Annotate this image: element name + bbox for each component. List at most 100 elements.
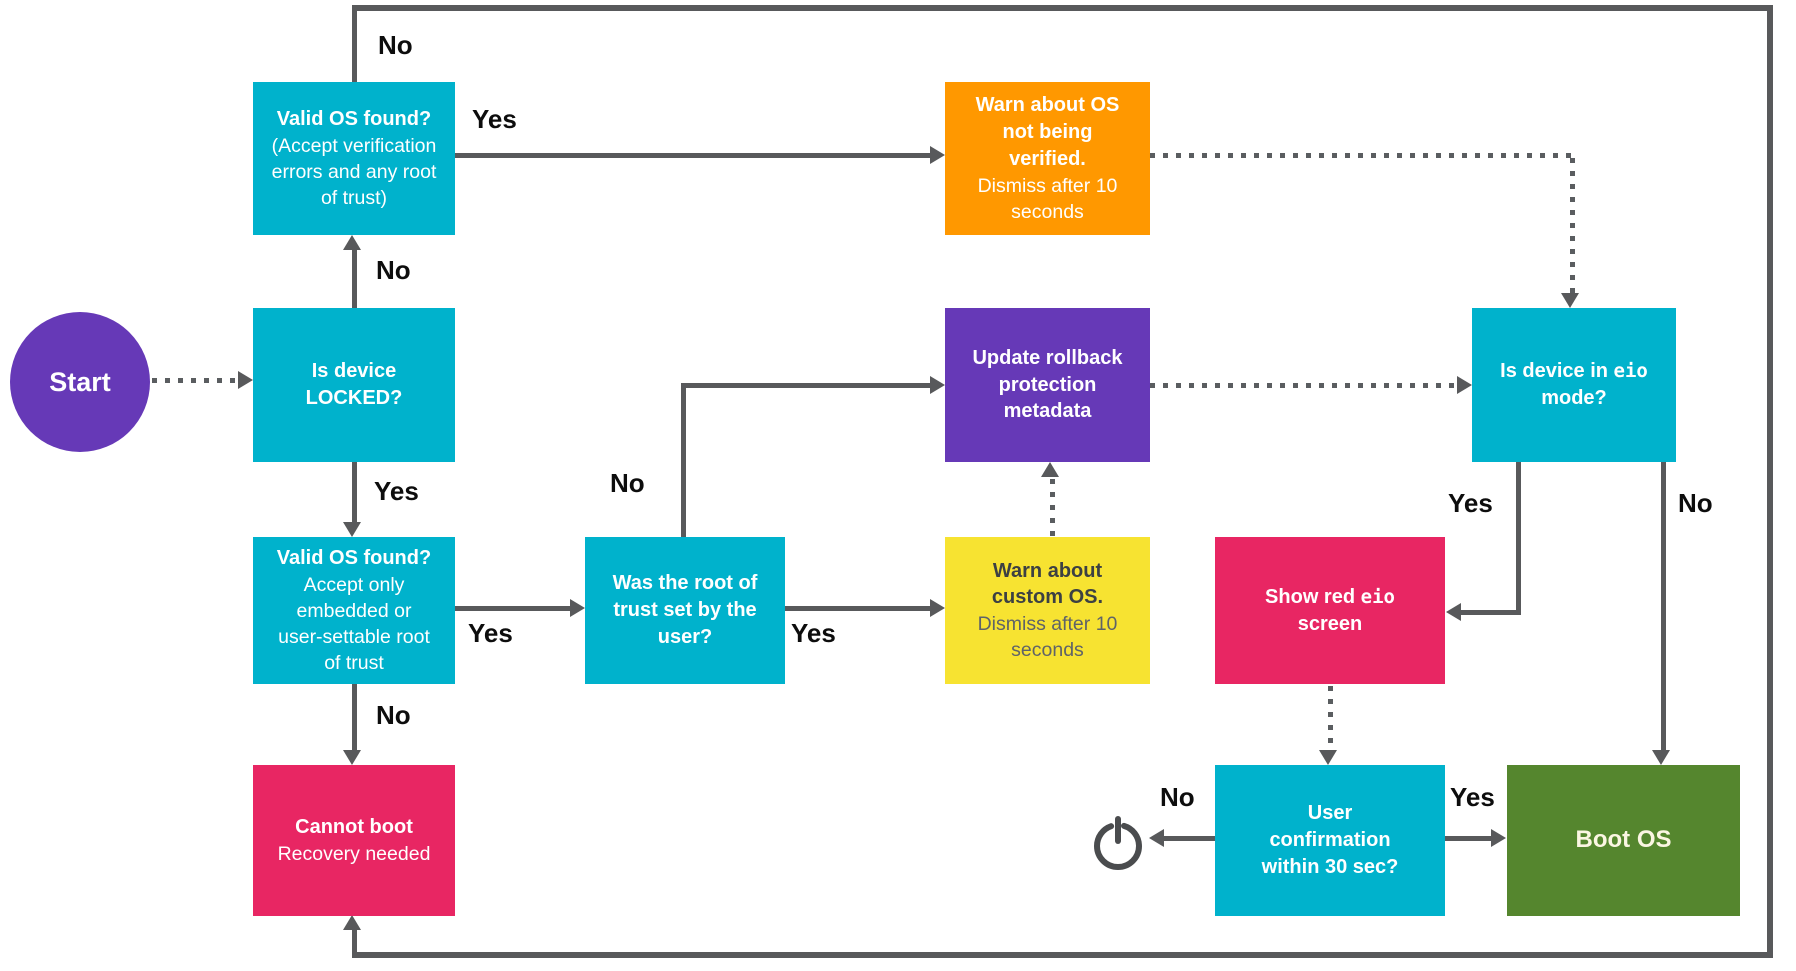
node-sub-line: Recovery needed xyxy=(277,842,431,865)
node-sub-line: embedded or xyxy=(296,599,412,622)
power-icon xyxy=(1086,810,1150,879)
node-warn-os-not-verified: Warn about OS not being verified. Dismis… xyxy=(945,82,1150,235)
node-sub-line: Dismiss after 10 xyxy=(977,613,1118,636)
node-is-device-eio-mode: Is device in eio mode? xyxy=(1472,308,1676,462)
node-title: Valid OS found? xyxy=(276,546,432,569)
start-node: Start xyxy=(10,312,150,452)
edge-valid-user-yes-arrowhead-icon xyxy=(570,599,585,617)
node-title-line: Warn about xyxy=(992,559,1103,582)
start-label: Start xyxy=(49,366,111,397)
loop-arrowhead-icon xyxy=(343,915,361,930)
edge-rollback-eio-arrowhead-icon xyxy=(1457,376,1472,394)
node-title: Cannot boot xyxy=(295,816,413,839)
eio-mono-text: eio xyxy=(1613,360,1648,383)
edge-eio-no-line xyxy=(1661,462,1666,751)
node-sub-line: errors and any root xyxy=(271,160,437,183)
node-sub-line: of trust) xyxy=(320,186,388,209)
edge-valid-any-yes-arrowhead-icon xyxy=(930,146,945,164)
edge-eio-no-arrowhead-icon xyxy=(1652,750,1670,765)
loop-right-line xyxy=(1767,5,1773,958)
node-update-rollback-metadata: Update rollback protection metadata xyxy=(945,308,1150,462)
edge-label-eio-yes: Yes xyxy=(1448,488,1493,518)
edge-label-root-no: No xyxy=(610,468,645,498)
edge-root-no-arrowhead-icon xyxy=(930,376,945,394)
node-sub-line: (Accept verification xyxy=(271,134,437,157)
node-root-of-trust-user: Was the root of trust set by the user? xyxy=(585,537,785,684)
edge-confirm-no-arrowhead-icon xyxy=(1149,829,1164,847)
edge-valid-user-no-arrowhead-icon xyxy=(343,750,361,765)
edge-start-dotted-line xyxy=(152,378,238,383)
edge-valid-user-no-line xyxy=(352,684,357,751)
loop-start-stub-line xyxy=(352,11,357,82)
node-user-confirmation: User confirmation within 30 sec? xyxy=(1215,765,1445,916)
edge-confirm-yes-line xyxy=(1445,836,1493,841)
node-title: Boot OS xyxy=(1575,826,1672,854)
edge-label-root-yes: Yes xyxy=(791,618,836,648)
loop-end-stub-line xyxy=(352,928,357,952)
node-title-line: metadata xyxy=(1003,400,1092,423)
node-title-line: Is device in eio xyxy=(1500,358,1648,385)
node-sub-line: Accept only xyxy=(303,573,405,596)
node-warn-custom-os: Warn about custom OS. Dismiss after 10 s… xyxy=(945,537,1150,684)
edge-label-confirm-no: No xyxy=(1160,782,1195,812)
eio-mono-text: eio xyxy=(1360,585,1395,608)
edge-valid-any-yes-line xyxy=(455,153,932,158)
node-title-line: confirmation xyxy=(1269,829,1391,852)
edge-locked-yes-arrowhead-icon xyxy=(343,522,361,537)
edge-locked-yes-line xyxy=(352,462,357,524)
text-segment: Is device in xyxy=(1500,360,1614,383)
node-title-line: screen xyxy=(1297,612,1363,635)
edge-warn-eio-arrowhead-icon xyxy=(1561,293,1579,308)
edge-warn-eio-dotted-h-line xyxy=(1150,153,1574,158)
edge-root-no-v-line xyxy=(681,383,686,537)
node-title-line: LOCKED? xyxy=(305,387,403,409)
node-title-line: Was the root of xyxy=(612,572,758,595)
node-title-line: custom OS. xyxy=(991,586,1104,609)
node-sub-line: seconds xyxy=(1011,639,1084,662)
edge-red-confirm-arrowhead-icon xyxy=(1319,750,1337,765)
node-title-line: protection xyxy=(998,373,1097,396)
node-sub-line: user-settable root xyxy=(278,625,430,648)
node-title-line: User xyxy=(1307,802,1353,825)
loop-bottom-line xyxy=(352,952,1773,958)
edge-label-locked-no: No xyxy=(376,255,411,285)
node-cannot-boot: Cannot boot Recovery needed xyxy=(253,765,455,916)
edge-label-eio-no: No xyxy=(1678,488,1713,518)
node-title-line: user? xyxy=(657,625,713,648)
edge-custom-rollback-arrowhead-icon xyxy=(1041,462,1059,477)
node-title-line: Is device xyxy=(311,360,397,383)
node-title-line: Show red eio xyxy=(1265,584,1395,611)
edge-label-valid-user-no: No xyxy=(376,700,411,730)
loop-top-line xyxy=(352,5,1773,11)
edge-label-loop-no: No xyxy=(378,30,413,60)
node-title-line: Update rollback xyxy=(972,346,1123,369)
node-valid-os-user-root: Valid OS found? Accept only embedded or … xyxy=(253,537,455,684)
node-title-line: within 30 sec? xyxy=(1261,855,1399,878)
node-sub-line: of trust xyxy=(324,652,384,675)
text-segment: Show red xyxy=(1265,585,1361,608)
edge-root-no-h-line xyxy=(681,383,932,388)
edge-label-confirm-yes: Yes xyxy=(1450,782,1495,812)
edge-root-yes-line xyxy=(785,606,932,611)
edge-valid-user-yes-line xyxy=(455,606,572,611)
node-title-line: verified. xyxy=(1009,147,1086,170)
node-valid-os-any-root: Valid OS found? (Accept verification err… xyxy=(253,82,455,235)
edge-label-valid-user-yes: Yes xyxy=(468,618,513,648)
node-title-line: trust set by the xyxy=(613,599,757,622)
node-sub-line: seconds xyxy=(1011,200,1084,223)
node-show-red-eio-screen: Show red eio screen xyxy=(1215,537,1445,684)
edge-red-confirm-dotted-line xyxy=(1328,686,1333,750)
node-sub-line: Dismiss after 10 xyxy=(977,174,1118,197)
node-is-device-locked: Is device LOCKED? xyxy=(253,308,455,462)
node-title-line: Warn about OS xyxy=(975,94,1120,117)
edge-start-arrowhead-icon xyxy=(238,371,253,389)
edge-eio-yes-h-line xyxy=(1460,610,1521,615)
node-title-line: mode? xyxy=(1541,387,1607,409)
edge-locked-no-arrowhead-icon xyxy=(343,235,361,250)
node-boot-os: Boot OS xyxy=(1507,765,1740,916)
edge-root-yes-arrowhead-icon xyxy=(930,599,945,617)
node-title-line: not being xyxy=(1002,120,1093,143)
edge-label-valid-any-yes: Yes xyxy=(472,104,517,134)
edge-custom-rollback-dotted-line xyxy=(1050,479,1055,537)
